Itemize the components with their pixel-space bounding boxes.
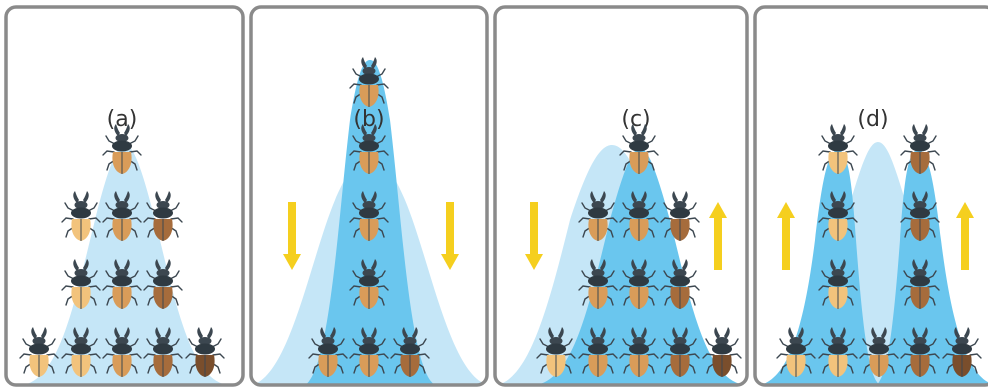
stag-beetle-icon [818,123,858,175]
arrow-down-icon [441,202,459,270]
distribution-curve-right-peak [876,150,988,385]
panel-b-label: (b) [353,107,384,132]
stag-beetle-icon [19,326,59,378]
panel-c: (c) [493,5,749,387]
arrow-down-icon [283,202,301,270]
distribution-curve-light [22,145,228,385]
arrow-up-icon [956,202,974,270]
panel-d-label: (d) [857,107,888,132]
panel-a-frame [4,5,245,387]
stag-beetle-icon [900,123,940,175]
panel-a-label: (a) [107,107,138,132]
panel-b-frame [249,5,489,387]
arrow-down-icon [525,202,543,270]
panel-b: (b) [249,5,489,387]
arrow-up-icon [709,202,727,270]
arrow-up-icon [777,202,795,270]
panel-d-frame [753,5,988,387]
panel-c-frame [493,5,749,387]
panel-d: (d) [753,5,988,387]
stag-beetle-icon [61,190,101,242]
distribution-curve-shifted [535,148,745,385]
panel-a: (a) [4,5,245,387]
